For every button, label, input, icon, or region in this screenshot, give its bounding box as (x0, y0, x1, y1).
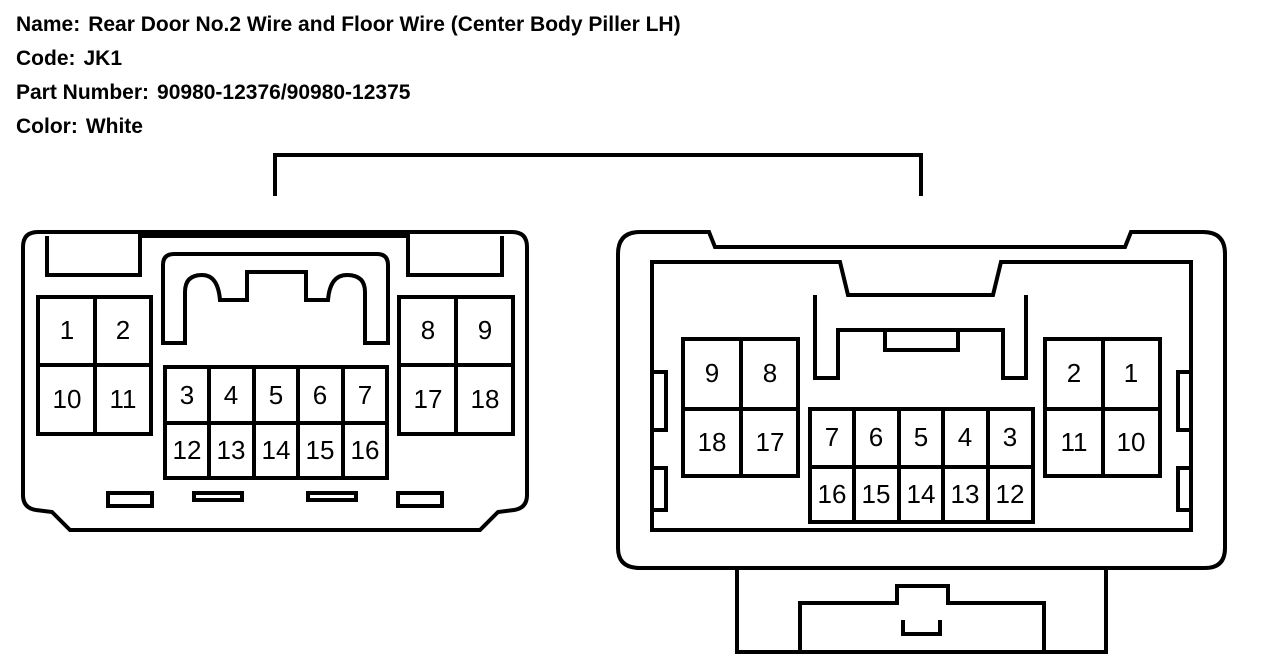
left-pin-label: 8 (421, 315, 435, 345)
right-pin-label: 16 (818, 479, 847, 509)
right-connector-inner-frame (650, 260, 1193, 532)
left-connector (21, 230, 529, 532)
code-label: Code: (16, 47, 76, 70)
color-row: Color: White (16, 110, 681, 144)
left-pin-label: 16 (351, 435, 380, 465)
right-pin-label: 1 (1124, 358, 1138, 388)
code-row: Code: JK1 (16, 42, 681, 76)
color-label: Color: (16, 115, 78, 138)
left-pin-label: 2 (116, 315, 130, 345)
right-pin-label: 9 (705, 358, 719, 388)
right-pin-label: 13 (951, 479, 980, 509)
right-pin-label: 5 (914, 422, 928, 452)
left-pin-label: 17 (414, 384, 443, 414)
part-number-row: Part Number: 90980-12376/90980-12375 (16, 76, 681, 110)
right-connector-body (616, 230, 1227, 570)
left-pin-label: 12 (173, 435, 202, 465)
part-number-label: Part Number: (16, 81, 150, 104)
right-pin-label: 3 (1003, 422, 1017, 452)
color-value: White (85, 115, 143, 138)
left-connector-body (21, 230, 529, 532)
name-row: Name: Rear Door No.2 Wire and Floor Wire … (16, 8, 681, 42)
left-pin-label: 14 (262, 435, 291, 465)
left-pin-label: 18 (471, 384, 500, 414)
right-pin-label: 8 (763, 358, 777, 388)
left-pin-label: 5 (269, 380, 283, 410)
right-connector (616, 230, 1227, 654)
name-label: Name: (16, 13, 81, 36)
right-pin-label: 15 (862, 479, 891, 509)
right-pin-label: 2 (1067, 358, 1081, 388)
right-pin-label: 12 (996, 479, 1025, 509)
part-number-value: 90980-12376/90980-12375 (157, 81, 411, 104)
code-value: JK1 (83, 47, 123, 70)
right-pin-label: 18 (698, 427, 727, 457)
right-pin-label: 10 (1117, 427, 1146, 457)
left-pin-label: 3 (180, 380, 194, 410)
left-pin-label: 4 (224, 380, 238, 410)
right-pin-label: 4 (958, 422, 972, 452)
left-pin-label: 7 (358, 380, 372, 410)
left-connector-bottom-tabs (106, 491, 444, 508)
right-connector-rear-housing (735, 568, 1108, 654)
left-pin-label: 9 (478, 315, 492, 345)
mating-bracket-line (273, 153, 923, 196)
left-pin-label: 1 (60, 315, 74, 345)
connector-info: Name: Rear Door No.2 Wire and Floor Wire … (16, 8, 681, 144)
right-connector-lock-tab (883, 330, 960, 352)
left-pin-label: 15 (306, 435, 335, 465)
right-connector-cavities (681, 337, 1162, 524)
right-pin-label: 11 (1061, 427, 1088, 457)
right-connector-side-guides (652, 370, 1191, 512)
left-connector-latch (161, 252, 390, 345)
left-pin-label: 10 (53, 384, 82, 414)
left-connector-cavities (36, 295, 515, 480)
right-pin-label: 7 (825, 422, 839, 452)
right-pin-label: 6 (869, 422, 883, 452)
left-connector-top-rail (45, 234, 504, 277)
left-pin-label: 13 (217, 435, 246, 465)
right-pin-label: 17 (756, 427, 785, 457)
left-pin-label: 6 (313, 380, 327, 410)
right-pin-label: 14 (907, 479, 936, 509)
right-connector-latch-window (813, 295, 1028, 380)
left-pin-label: 11 (110, 384, 137, 414)
name-value: Rear Door No.2 Wire and Floor Wire (Cent… (88, 13, 681, 36)
